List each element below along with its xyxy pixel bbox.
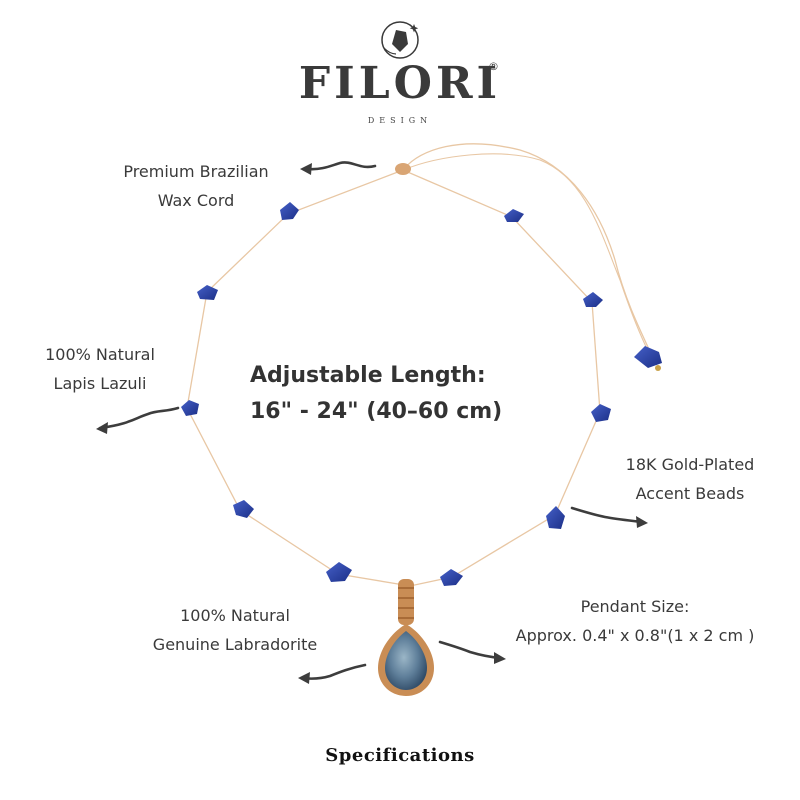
feature-line: Lapis Lazuli xyxy=(53,374,147,393)
feature-lapis-label: 100% Natural Lapis Lazuli xyxy=(20,340,180,398)
headline-line-2: 16" - 24" (40–60 cm) xyxy=(250,399,503,424)
arrow-icon xyxy=(306,161,377,171)
feature-line: 100% Natural xyxy=(180,606,290,625)
headline-line-1: Adjustable Length: xyxy=(250,363,486,388)
lapis-chip xyxy=(280,202,299,220)
specifications-title: Specifications xyxy=(325,745,475,766)
brand-name: FILORI xyxy=(298,58,502,109)
feature-line: 18K Gold-Plated xyxy=(625,455,755,474)
lapis-chip xyxy=(504,209,524,222)
arrow-icon xyxy=(438,640,502,660)
lapis-chip xyxy=(233,500,254,518)
lapis-chip xyxy=(583,292,603,307)
leaf-crystal-emblem-icon xyxy=(381,21,419,59)
lapis-chip xyxy=(440,569,463,586)
feature-line: 100% Natural xyxy=(45,345,155,364)
lapis-chip xyxy=(591,404,611,422)
feature-cord-label: Premium Brazilian Wax Cord xyxy=(106,157,286,215)
registered-mark: ® xyxy=(488,60,499,73)
cord-tail xyxy=(404,143,656,363)
feature-line: Accent Beads xyxy=(635,484,745,503)
lapis-chip xyxy=(326,562,352,582)
feature-line: Wax Cord xyxy=(157,191,235,210)
arrow-icon xyxy=(300,663,367,680)
feature-line: Approx. 0.4" x 0.8"(1 x 2 cm ) xyxy=(515,626,755,645)
brand-tagline: DESIGN xyxy=(367,116,433,125)
feature-labradorite-label: 100% Natural Genuine Labradorite xyxy=(140,601,330,659)
feature-line: Genuine Labradorite xyxy=(152,635,318,654)
lapis-chip xyxy=(546,506,565,529)
sliding-knot xyxy=(395,163,411,175)
arrow-icon xyxy=(98,406,180,430)
arrow-icon xyxy=(570,506,644,524)
lapis-chip xyxy=(634,346,662,368)
feature-line: Pendant Size: xyxy=(580,597,690,616)
feature-pendant-size-label: Pendant Size: Approx. 0.4" x 0.8"(1 x 2 … xyxy=(500,592,770,650)
lapis-chip xyxy=(197,285,218,300)
feature-line: Premium Brazilian xyxy=(123,162,269,181)
lapis-chips xyxy=(181,202,662,586)
feature-gold-beads-label: 18K Gold-Plated Accent Beads xyxy=(590,450,790,508)
adjustable-length-headline: Adjustable Length: 16" - 24" (40–60 cm) xyxy=(250,358,540,430)
labradorite-pendant xyxy=(378,579,434,696)
gold-bead xyxy=(655,365,661,371)
lapis-chip xyxy=(181,400,199,416)
